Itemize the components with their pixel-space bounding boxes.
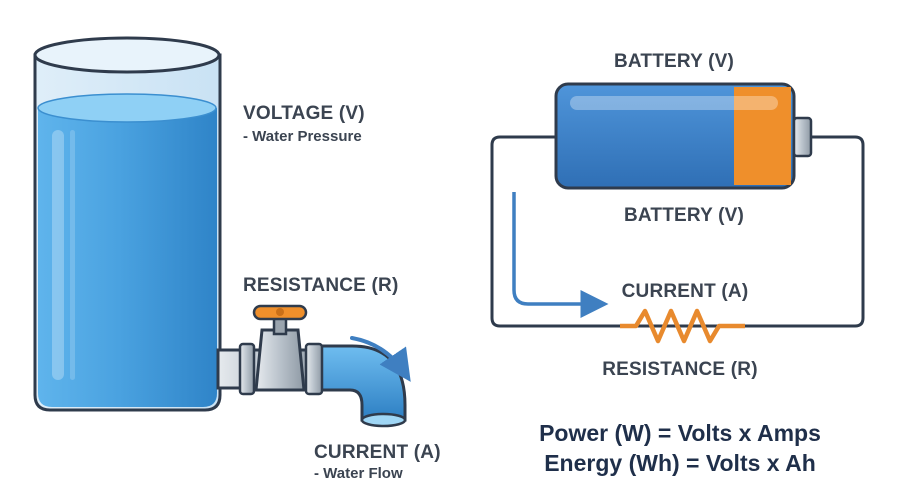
battery-charge-level bbox=[734, 87, 791, 185]
circuit-current-label: CURRENT (A) bbox=[622, 281, 749, 302]
current-description: - Water Flow bbox=[314, 465, 403, 482]
resistor bbox=[620, 308, 745, 344]
circuit bbox=[490, 82, 865, 344]
voltage-label: VOLTAGE (V) bbox=[243, 103, 365, 124]
water-current-label: CURRENT (A) bbox=[314, 442, 441, 463]
faucet-assembly bbox=[216, 304, 407, 428]
water-flow-arrow bbox=[350, 336, 411, 382]
battery-bottom-label: BATTERY (V) bbox=[624, 205, 744, 226]
battery bbox=[554, 82, 813, 190]
current-arrow bbox=[512, 192, 609, 318]
water-resistance-label: RESISTANCE (R) bbox=[243, 275, 399, 296]
water-surface bbox=[37, 93, 217, 123]
water-tank bbox=[33, 36, 222, 412]
tank-water bbox=[38, 108, 217, 407]
voltage-description: - Water Pressure bbox=[243, 128, 362, 145]
power-formula: Power (W) = Volts x Amps bbox=[539, 420, 821, 446]
battery-top-label: BATTERY (V) bbox=[614, 51, 734, 72]
energy-formula: Energy (Wh) = Volts x Ah bbox=[544, 450, 816, 476]
circuit-resistance-label: RESISTANCE (R) bbox=[602, 359, 758, 380]
